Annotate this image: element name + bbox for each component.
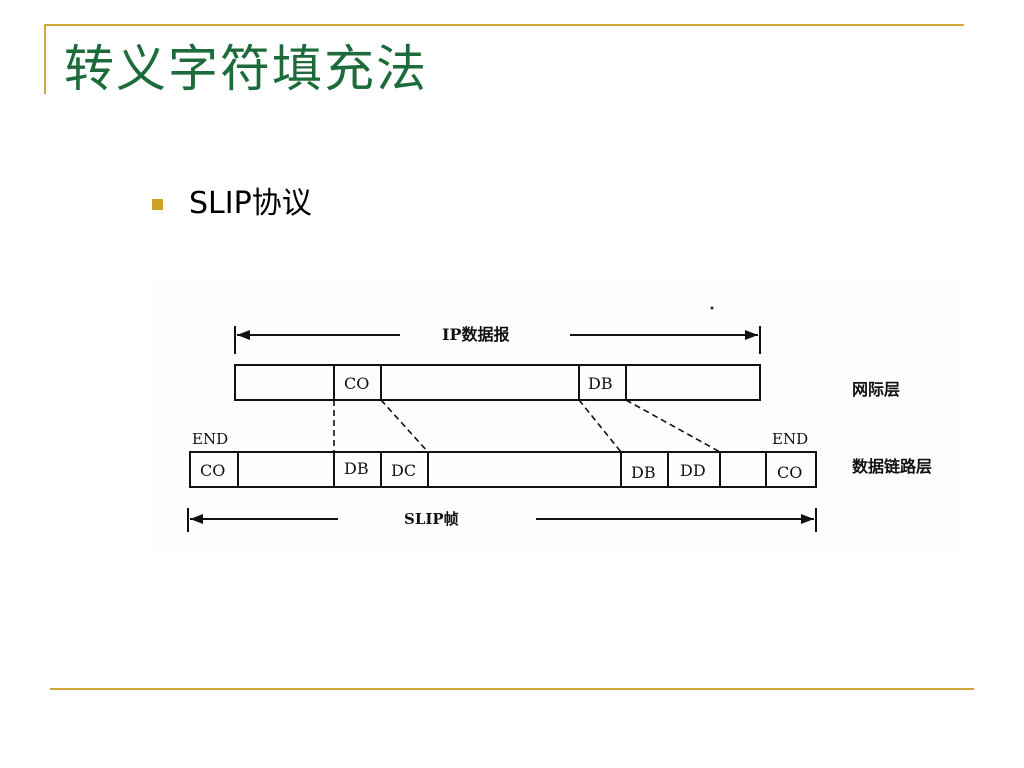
top-divider <box>44 24 964 26</box>
slip-diagram-svg: IP数据报 CO DB 网际层 END END <box>187 306 932 532</box>
scan-speck-icon <box>710 306 714 310</box>
slide-title: 转义字符填充法 <box>64 40 428 98</box>
left-divider <box>44 24 46 94</box>
bullet-item: SLIP协议 <box>152 182 312 226</box>
slip-span-arrow <box>187 508 817 532</box>
slip-frame <box>189 451 817 488</box>
slip-diagram: IP数据报 CO DB 网际层 END END <box>150 282 960 552</box>
bullet-square-icon <box>152 198 163 210</box>
layer-label-network: 网际层 <box>852 380 900 399</box>
bullet-text: SLIP协议 <box>189 186 312 221</box>
slip-frame-label: SLIP帧 <box>404 510 459 528</box>
ip-datagram-label: IP数据报 <box>442 325 510 344</box>
slip-cell-co-start: CO <box>200 461 225 480</box>
bottom-divider <box>50 688 974 690</box>
ip-cell-db: DB <box>588 374 613 393</box>
layer-label-datalink: 数据链路层 <box>852 457 932 476</box>
end-label-left: END <box>192 430 228 448</box>
slip-cell-dd: DD <box>680 461 706 480</box>
ip-frame <box>234 364 761 401</box>
mapping-lines <box>333 399 721 453</box>
slip-cell-dc: DC <box>391 461 416 480</box>
ip-cell-co: CO <box>344 374 369 393</box>
slip-cell-db: DB <box>344 459 369 478</box>
slip-cell-db-2: DB <box>631 463 656 482</box>
ip-span-arrow <box>234 326 761 354</box>
end-label-right: END <box>772 430 808 448</box>
slip-cell-co-end: CO <box>777 463 802 482</box>
